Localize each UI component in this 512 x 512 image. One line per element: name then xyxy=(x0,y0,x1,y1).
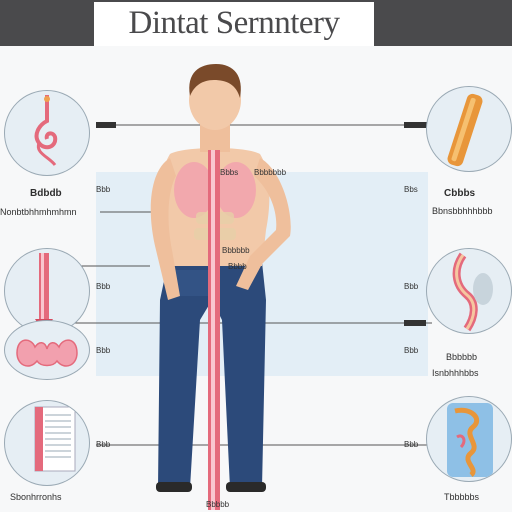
bone-tablet-icon xyxy=(34,406,76,472)
tick-label: Bbbb xyxy=(228,262,247,271)
spinal-cord-circle xyxy=(426,248,512,334)
callout-right-2: Bbnsbbhhhbbb xyxy=(432,206,493,216)
stomach-icon xyxy=(447,93,483,167)
digestive-tract-circle xyxy=(4,90,90,176)
intestine-circle xyxy=(426,396,512,482)
spine-segment-circle xyxy=(4,248,90,334)
callout-right-1: Cbbbs xyxy=(444,188,476,199)
digestive-tract-icon xyxy=(34,95,58,166)
tick-label: Bbbbb xyxy=(206,500,230,509)
spinal-cord-icon xyxy=(452,252,493,332)
pelvis-icon xyxy=(16,339,78,367)
tick-label: Bbbs xyxy=(220,168,239,177)
pelvis-circle xyxy=(4,320,90,380)
callout-left-1: Bdbdb xyxy=(30,188,62,199)
tick-label: Bbb xyxy=(404,346,419,355)
tick-label: Bbbbbb xyxy=(222,246,250,255)
page-title: Dintat Sernntery xyxy=(128,5,340,41)
stomach-circle xyxy=(426,86,512,172)
callout-left-3: Sbonhrronhs xyxy=(10,492,62,502)
callout-right-5: Tbbbbbs xyxy=(444,492,480,502)
tick-label: Bbb xyxy=(96,440,111,449)
title-box xyxy=(94,2,374,46)
tick-label: Bbb xyxy=(96,185,111,194)
tick-label: Bbbbbbb xyxy=(254,168,287,177)
callout-left-2: Nonbtbhhmhmhmn xyxy=(0,207,77,217)
callout-right-3: Bbbbbb xyxy=(446,352,478,362)
tick-label: Bbb xyxy=(404,282,419,291)
tick-label: Bbb xyxy=(96,346,111,355)
tick-label: Bbb xyxy=(96,282,111,291)
tick-label: Bbs xyxy=(404,185,418,194)
bone-tablet-circle xyxy=(4,400,90,486)
callout-right-4: Isnbhhhbbs xyxy=(432,368,479,378)
tick-label: Bbb xyxy=(404,440,419,449)
intestine-icon xyxy=(447,403,493,477)
